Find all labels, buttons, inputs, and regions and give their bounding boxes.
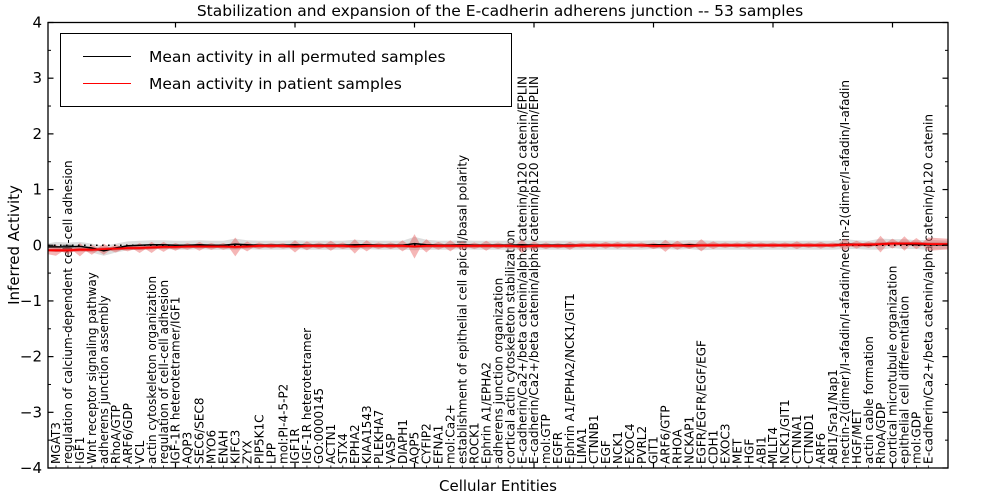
chart-title: Stabilization and expansion of the E-cad… — [196, 2, 804, 20]
x-tick-label: IGF-1R heterotetramer — [300, 328, 314, 464]
x-tick-label: EXOC3 — [718, 424, 732, 465]
x-tick-label: establishment of epithelial cell apical/… — [456, 155, 470, 464]
x-tick-label: ROCK1 — [467, 422, 481, 464]
x-tick-label: ABI1/Sra1/Nap1 — [826, 369, 840, 464]
x-tick-label: EGF — [599, 440, 613, 464]
x-tick-label: KIFC3 — [228, 430, 242, 464]
x-tick-label: E-cadherin/Ca2+/beta catenin/alpha caten… — [922, 114, 936, 464]
y-tick-label: −3 — [20, 403, 42, 421]
legend-entry-permuted: Mean activity in all permuted samples — [73, 43, 499, 70]
patient-spread-core — [48, 241, 948, 252]
x-tick-label: adherens junction organization — [491, 278, 505, 464]
x-tick-label: VASP — [384, 433, 398, 464]
x-tick-label: E-cadherin/Ca2+/beta catenin/alpha caten… — [515, 76, 529, 464]
x-tick-label: EGFR — [551, 432, 565, 464]
x-tick-label: KIAA1543 — [360, 405, 374, 464]
x-tick-label: GIT1 — [647, 436, 661, 464]
x-tick-label: ARF6/GTP — [659, 405, 673, 464]
x-tick-label: LPP — [264, 443, 278, 464]
x-tick-label: E-cadherin/Ca2+/beta catenin/alpha caten… — [527, 76, 541, 464]
x-tick-label: MLLT4 — [766, 427, 780, 464]
x-tick-label: SEC6/SEC8 — [193, 398, 207, 464]
x-tick-label: EPHA2 — [348, 424, 362, 464]
x-tick-label: HGF — [742, 439, 756, 464]
x-tick-label: CTNND1 — [802, 413, 816, 464]
x-tick-label: actin cytoskeleton organization — [145, 276, 159, 464]
x-tick-label: PIP5K1C — [252, 414, 266, 464]
x-tick-label: EFNA1 — [432, 425, 446, 464]
legend-label: Mean activity in all permuted samples — [149, 47, 446, 66]
legend: Mean activity in all permuted samples Me… — [60, 33, 512, 107]
y-tick-label: −2 — [20, 348, 42, 366]
x-tick-label: epithelial cell differentiation — [898, 296, 912, 464]
y-tick-label: 0 — [32, 236, 42, 254]
x-tick-label: mol:GDP — [910, 412, 924, 464]
y-tick-label: 2 — [32, 125, 42, 143]
x-tick-label: regulation of cell-cell adhesion — [157, 280, 171, 464]
x-tick-label: ARF6 — [814, 433, 828, 464]
y-tick-label: −1 — [20, 292, 42, 310]
legend-line-black — [83, 56, 131, 57]
x-tick-label: MGAT3 — [49, 422, 63, 464]
x-tick-label: ZYX — [240, 440, 254, 464]
x-tick-label: CDH1 — [706, 430, 720, 464]
x-tick-label: adherens junction assembly — [97, 295, 111, 464]
x-tick-label: CTNNB1 — [587, 414, 601, 464]
x-axis-label: Cellular Entities — [439, 477, 557, 495]
legend-entry-patient: Mean activity in patient samples — [73, 70, 499, 97]
x-tick-label: PLEKHA7 — [372, 410, 386, 464]
x-tick-label: cortical actin cytoskeleton stabilizatio… — [503, 230, 517, 464]
x-tick-label: NCK1 — [611, 431, 625, 464]
x-tick-label: RhoA/GDP — [874, 403, 888, 464]
x-tick-label: ACTN1 — [324, 424, 338, 464]
x-tick-label: MYO6 — [205, 430, 219, 464]
y-tick-label: 4 — [32, 14, 42, 32]
x-tick-label: ABI1 — [754, 436, 768, 464]
x-tick-label: Wnt receptor signaling pathway — [85, 272, 99, 464]
x-tick-label: GO:0000145 — [312, 388, 326, 464]
x-tick-label: PVRL2 — [635, 426, 649, 464]
x-tick-label: ARF6/GDP — [121, 403, 135, 464]
x-tick-label: NCKAP1 — [683, 416, 697, 464]
x-tick-label: NCK1/GIT1 — [778, 399, 792, 464]
x-tick-label: LIMA1 — [575, 428, 589, 464]
legend-label: Mean activity in patient samples — [149, 74, 402, 93]
x-tick-label: Ephrin A1/EPHA2/NCK1/GIT1 — [563, 293, 577, 464]
x-tick-label: mol:GTP — [539, 414, 553, 464]
x-tick-label: VCL — [133, 440, 147, 464]
x-tick-label: RHOA — [671, 428, 685, 464]
x-tick-label: EGFR/EGFR/EGF/EGF — [695, 340, 709, 464]
legend-line-red — [83, 83, 131, 84]
x-tick-label: ENAH — [217, 430, 231, 464]
x-tick-label: EXOC4 — [623, 424, 637, 465]
x-tick-label: nectin-2(dimer)/I-afadin/I-afadin/nectin… — [838, 80, 852, 464]
x-tick-label: IGF1 — [73, 437, 87, 464]
y-tick-label: 3 — [32, 69, 42, 87]
x-tick-label: mol:Ca2+ — [444, 404, 458, 464]
x-tick-label: mol:PI-4-5-P2 — [276, 384, 290, 464]
y-tick-label: 1 — [32, 181, 42, 199]
x-tick-label: DIAPH1 — [396, 419, 410, 464]
x-tick-label: MET — [730, 438, 744, 464]
patient-mean-line — [48, 242, 948, 252]
x-tick-label: HGF/MET — [850, 409, 864, 464]
x-tick-label: RhoA/GTP — [109, 405, 123, 464]
y-tick-label: −4 — [20, 459, 42, 477]
x-tick-label: actin cable formation — [862, 336, 876, 464]
x-tick-label: regulation of calcium-dependent cell-cel… — [61, 160, 75, 464]
x-tick-label: AQP3 — [181, 432, 195, 464]
x-tick-label: STX4 — [336, 433, 350, 464]
x-tick-label: AQP5 — [408, 432, 422, 464]
x-tick-label: CTNNA1 — [790, 414, 804, 464]
x-tick-label: IGF1R — [288, 428, 302, 464]
x-tick-label: IGF-1R heterotetramer/IGF1 — [169, 297, 183, 464]
x-tick-label: CYFIP2 — [420, 423, 434, 464]
x-tick-label: Ephrin A1/EPHA2 — [479, 362, 493, 464]
x-tick-label: cortical microtubule organization — [886, 266, 900, 464]
